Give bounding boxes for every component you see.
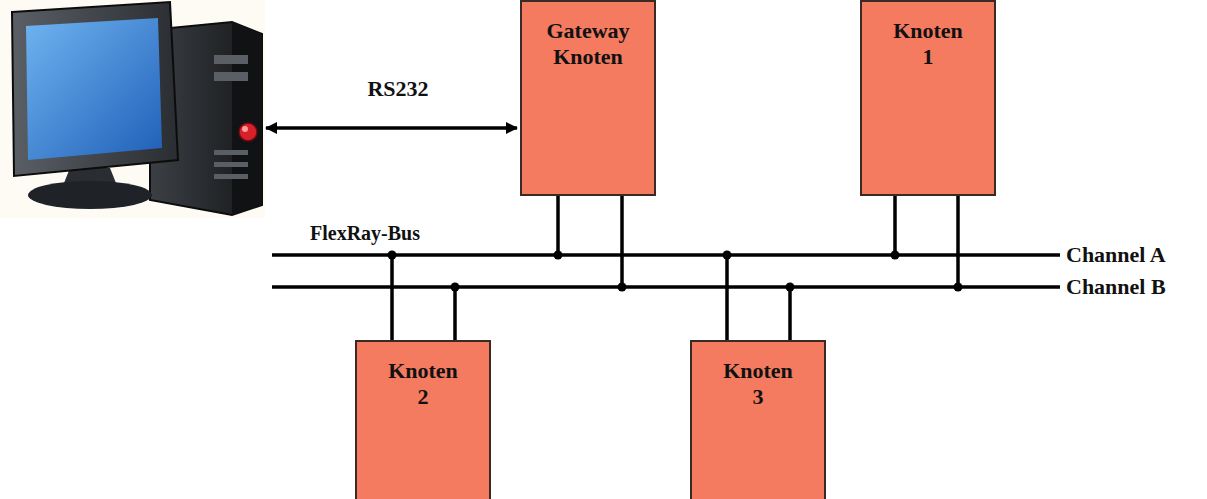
junction-dots [388, 251, 963, 292]
channel-label: Channel B [1066, 275, 1166, 299]
ecu-box: Gateway Knoten [520, 0, 656, 196]
bus-label: FlexRay-Bus [310, 222, 420, 244]
channel-label: Channel A [1066, 243, 1166, 267]
rs232-arrow [266, 126, 517, 130]
ecu-box: Knoten 3 [690, 340, 826, 499]
node-title: Knoten 1 [893, 18, 963, 70]
computer-icon [0, 0, 265, 218]
node-title: Knoten 2 [388, 358, 458, 410]
ecu-box: Knoten 1 [860, 0, 996, 196]
node-title: Gateway Knoten [546, 18, 629, 70]
interface-label: RS232 [367, 77, 428, 101]
flexray-bus [272, 195, 1060, 340]
ecu-box: Knoten 2 [355, 340, 491, 499]
node-title: Knoten 3 [723, 358, 793, 410]
